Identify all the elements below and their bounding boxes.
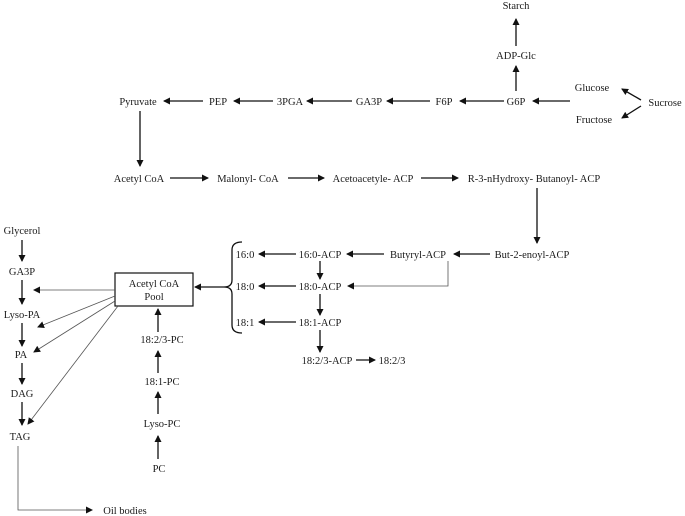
node-acetyl-coa: Acetyl CoA bbox=[114, 174, 165, 185]
line-pool-to-lysopa bbox=[37, 295, 116, 329]
node-3pga: 3PGA bbox=[277, 97, 304, 108]
node-adp-glc: ADP-Glc bbox=[496, 51, 536, 62]
node-g6p: G6P bbox=[507, 97, 526, 108]
node-malonyl-coa: Malonyl- CoA bbox=[217, 174, 279, 185]
node-1823-pc: 18:2/3-PC bbox=[140, 335, 183, 346]
node-ga3p-top: GA3P bbox=[356, 97, 382, 108]
node-hydroxybutanoyl-acp: R-3-nHydroxy- Butanoyl- ACP bbox=[468, 174, 601, 185]
node-ga3p-left: GA3P bbox=[9, 267, 35, 278]
line-pool-to-tag bbox=[27, 305, 119, 425]
arrow-sucrose-to-glucose bbox=[621, 88, 642, 101]
node-fa-180: 18:0 bbox=[236, 282, 255, 293]
node-pc: PC bbox=[153, 464, 166, 475]
node-pa: PA bbox=[15, 350, 28, 361]
node-starch: Starch bbox=[503, 1, 531, 12]
acetyl-coa-pool-box bbox=[114, 272, 194, 307]
node-glycerol: Glycerol bbox=[4, 226, 41, 237]
pool-label-line1: Acetyl CoA bbox=[129, 279, 180, 290]
line-tag-to-oil-bodies bbox=[17, 446, 93, 514]
line-butyrylacp-to-180acp bbox=[347, 261, 449, 290]
pool-label-line2: Pool bbox=[144, 292, 163, 303]
node-181-pc: 18:1-PC bbox=[144, 377, 179, 388]
node-181-acp: 18:1-ACP bbox=[299, 318, 342, 329]
node-fructose: Fructose bbox=[576, 115, 613, 126]
line-pool-to-pa bbox=[33, 300, 116, 353]
node-oil-bodies: Oil bodies bbox=[103, 506, 146, 516]
node-1823-acp: 18:2/3-ACP bbox=[302, 356, 353, 367]
node-lyso-pa: Lyso-PA bbox=[4, 310, 41, 321]
node-but2enoyl-acp: But-2-enoyl-ACP bbox=[495, 250, 570, 261]
arrow-sucrose-to-fructose bbox=[621, 105, 642, 119]
node-160-acp: 16:0-ACP bbox=[299, 250, 342, 261]
node-lyso-pc: Lyso-PC bbox=[144, 419, 181, 430]
node-pyruvate: Pyruvate bbox=[119, 97, 157, 108]
node-fa-160: 16:0 bbox=[236, 250, 255, 261]
node-fa-181: 18:1 bbox=[236, 318, 255, 329]
node-sucrose: Sucrose bbox=[648, 98, 682, 109]
node-glucose: Glucose bbox=[575, 83, 610, 94]
node-180-acp: 18:0-ACP bbox=[299, 282, 342, 293]
node-tag: TAG bbox=[10, 432, 31, 443]
node-fa-1823: 18:2/3 bbox=[379, 356, 406, 367]
node-f6p: F6P bbox=[436, 97, 453, 108]
node-pep: PEP bbox=[209, 97, 227, 108]
node-dag: DAG bbox=[11, 389, 34, 400]
node-acetoacetyl-acp: Acetoacetyle- ACP bbox=[333, 174, 414, 185]
node-butyryl-acp: Butyryl-ACP bbox=[390, 250, 446, 261]
